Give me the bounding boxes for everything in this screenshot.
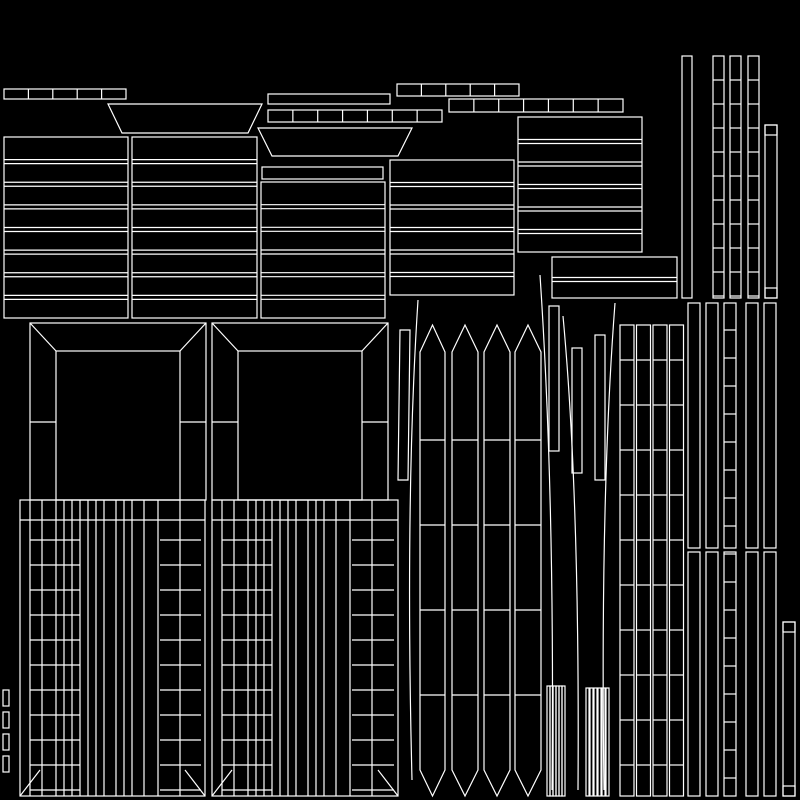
uv-cap bbox=[782, 785, 796, 797]
uv-pointed-strip bbox=[419, 323, 446, 798]
uv-column bbox=[723, 302, 737, 549]
uv-column bbox=[782, 621, 796, 797]
uv-cap bbox=[764, 124, 778, 136]
uv-cap bbox=[782, 621, 796, 633]
uv-grid bbox=[211, 499, 399, 797]
uv-column bbox=[668, 324, 685, 797]
uv-column bbox=[747, 55, 760, 299]
uv-small-piece bbox=[585, 687, 590, 797]
uv-small-piece bbox=[601, 687, 606, 797]
uv-small-piece bbox=[589, 687, 594, 797]
uv-column bbox=[635, 324, 652, 797]
uv-column bbox=[687, 302, 701, 549]
uv-column bbox=[723, 551, 737, 797]
uv-panel-inner bbox=[237, 350, 363, 501]
uv-column bbox=[712, 55, 725, 299]
uv-grid bbox=[19, 499, 206, 797]
uv-strip bbox=[267, 109, 443, 123]
uv-column bbox=[681, 55, 693, 299]
uv-edge bbox=[184, 769, 206, 797]
uv-strip bbox=[3, 88, 127, 100]
uv-trapezoid bbox=[107, 103, 263, 134]
uv-small-piece bbox=[2, 755, 10, 773]
uv-curved-edge bbox=[562, 315, 579, 791]
uv-column bbox=[745, 302, 759, 549]
uv-column bbox=[652, 324, 668, 797]
uv-small-piece bbox=[605, 687, 610, 797]
uv-curved-strip bbox=[397, 329, 411, 481]
uv-edge bbox=[179, 322, 207, 352]
uv-curved-edge bbox=[539, 274, 554, 791]
uv-strip bbox=[594, 334, 606, 481]
uv-column bbox=[619, 324, 635, 797]
uv-small-piece bbox=[593, 687, 598, 797]
uv-panel-inner bbox=[55, 350, 181, 501]
uv-small-piece bbox=[561, 685, 566, 797]
uv-pointed-strip bbox=[483, 323, 511, 798]
uv-pointed-strip bbox=[514, 323, 542, 798]
uv-column bbox=[764, 124, 778, 299]
uv-small-piece bbox=[2, 711, 10, 729]
uv-strip bbox=[548, 305, 560, 452]
uv-trapezoid bbox=[257, 127, 413, 157]
uv-pointed-strip bbox=[451, 323, 479, 798]
uv-small-piece bbox=[2, 733, 10, 751]
uv-strip bbox=[448, 98, 624, 113]
uv-cap bbox=[764, 287, 778, 299]
uv-edge bbox=[377, 769, 399, 797]
uv-column bbox=[763, 551, 777, 797]
uv-small-piece bbox=[597, 687, 602, 797]
uv-column bbox=[763, 302, 777, 549]
uv-strip bbox=[396, 83, 520, 97]
uv-edge bbox=[211, 769, 233, 797]
uv-column bbox=[729, 55, 742, 299]
uv-strip bbox=[571, 347, 583, 474]
uv-strip bbox=[267, 93, 391, 105]
uv-edge bbox=[19, 769, 41, 797]
uv-curved-edge bbox=[602, 302, 616, 791]
uv-edge bbox=[211, 322, 239, 352]
uv-strip bbox=[261, 166, 384, 180]
uv-column bbox=[687, 551, 701, 797]
uv-curved-edge bbox=[408, 299, 419, 781]
uv-column bbox=[705, 302, 719, 549]
uv-column bbox=[705, 551, 719, 797]
uv-column bbox=[745, 551, 759, 797]
uv-edge bbox=[29, 322, 57, 352]
uv-edge bbox=[361, 322, 389, 352]
uv-small-piece bbox=[2, 689, 10, 707]
